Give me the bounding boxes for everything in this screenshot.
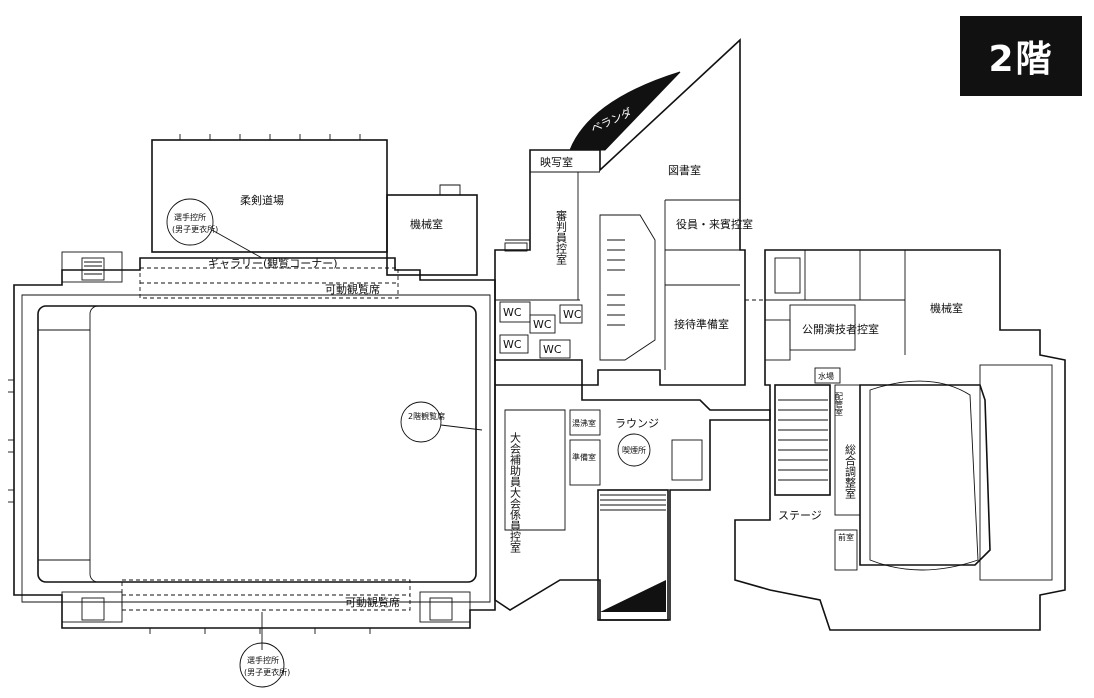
referee-room: 審判員控室 <box>555 209 568 265</box>
wc-label-2: WC <box>533 318 552 331</box>
prep-room-label: 準備室 <box>572 452 596 462</box>
wc-label-3: WC <box>563 308 582 321</box>
lounge-label: ラウンジ <box>615 417 659 430</box>
machine-room-1-label: 機械室 <box>410 217 443 231</box>
player-waiting-bottom-marker: 選手控所 (男子更衣所) <box>239 612 290 688</box>
hot-water-label: 湯沸室 <box>572 418 596 428</box>
officials-room: 役員・来賓控室 <box>676 217 753 231</box>
spectator-seats-2f-label: 2階観覧席 <box>408 411 445 421</box>
player-waiting-top-marker: 選手控所 (男子更衣所) <box>166 198 263 259</box>
spectator-seats-2f-marker: 2階観覧席 <box>400 401 483 443</box>
wc-label-4: WC <box>503 338 522 351</box>
reception-prep-room: 接待準備室 <box>674 317 729 331</box>
prep-small-label: 前室 <box>838 532 854 542</box>
library-label: 図書室 <box>668 163 701 177</box>
pipe-room-label: 配管室 <box>835 392 844 416</box>
lounge-area: ラウンジ 湯沸室 準備室 喫煙所 大会補助員大会係員控室 <box>494 360 771 621</box>
player-waiting-top-note: (男子更衣所) <box>172 224 218 234</box>
control-room-label: 総合調整室 <box>844 443 857 499</box>
movable-seats-bottom: 可動観覧席 <box>121 579 411 611</box>
staff-room-label: 大会補助員大会係員控室 <box>509 431 522 553</box>
judo-hall-label: 柔剣道場 <box>240 193 284 207</box>
gallery: ギャラリー(観覧コーナー) <box>208 256 338 270</box>
floor-label: 2階 <box>960 16 1082 96</box>
library: 図書室 <box>668 163 701 177</box>
performers-room-label: 公開演技者控室 <box>802 322 879 336</box>
projection-room: 映写室 <box>540 155 573 169</box>
machine-room-2-label: 機械室 <box>930 301 963 315</box>
gallery-label: ギャラリー(観覧コーナー) <box>208 256 338 270</box>
stage-label: ステージ <box>778 509 822 522</box>
player-waiting-bottom-label: 選手控所 <box>247 655 279 665</box>
wc-block: WC WC WC WC WC <box>499 301 583 359</box>
judo-hall: 柔剣道場 <box>151 134 388 253</box>
movable-seats-bottom-label: 可動観覧席 <box>345 595 400 609</box>
player-waiting-bottom-note: (男子更衣所) <box>244 667 290 677</box>
reception-prep-room-label: 接待準備室 <box>674 317 729 331</box>
movable-seats-top-label: 可動観覧席 <box>325 282 380 296</box>
officials-room-label: 役員・来賓控室 <box>676 217 753 231</box>
smoking-label: 喫煙所 <box>622 445 646 455</box>
projection-room-label: 映写室 <box>540 155 573 169</box>
water-label: 水場 <box>818 371 834 381</box>
movable-seats-top: 可動観覧席 <box>139 267 399 299</box>
player-waiting-top-label: 選手控所 <box>174 212 206 222</box>
arena-block <box>8 251 496 634</box>
wc-label-5: WC <box>543 343 562 356</box>
right-block <box>734 249 1066 631</box>
wc-label-1: WC <box>503 306 522 319</box>
machine-room-1: 機械室 <box>386 184 478 276</box>
referee-room-label: 審判員控室 <box>555 209 568 265</box>
